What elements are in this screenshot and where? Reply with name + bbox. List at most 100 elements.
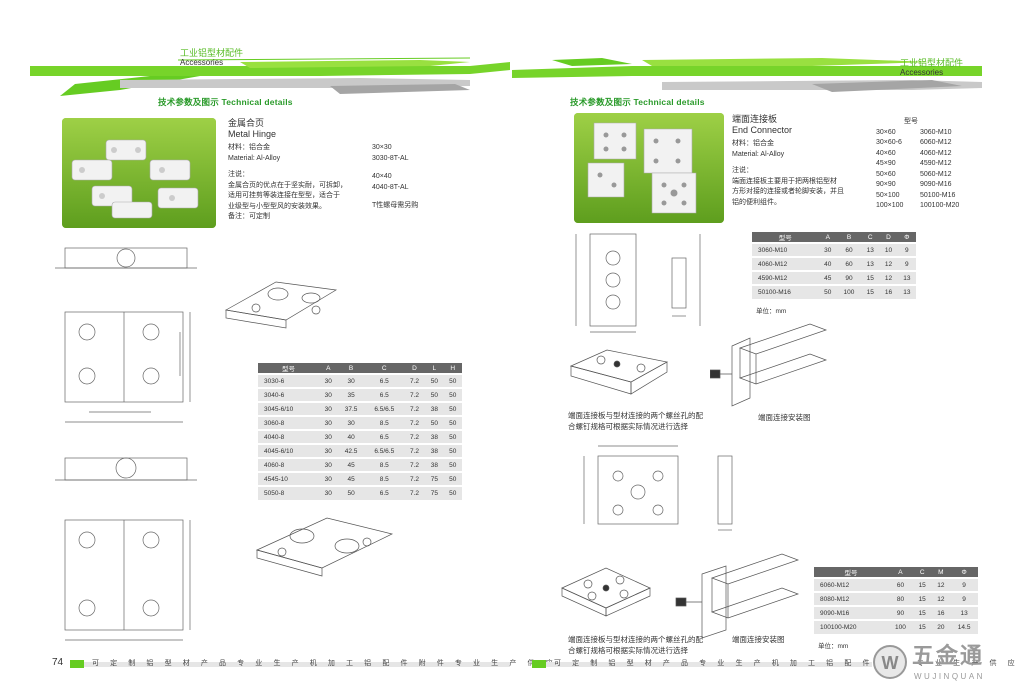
caption-3-line-2: 合螺钉规格可根据实际情况进行选择: [568, 646, 688, 655]
table-cell: 7.2: [403, 485, 426, 500]
table-cell: 3040-6: [258, 387, 320, 402]
wujinquan-logo: W 五金通 WUJINQUAN: [870, 640, 1020, 690]
spec-5: T性螺母需另购: [372, 202, 419, 209]
table-cell: 7.2: [403, 443, 426, 458]
header-banner-right: [512, 58, 982, 92]
table-cell: 4060-8: [258, 457, 320, 472]
table-cell: 12: [879, 256, 898, 271]
connector2-header-cell: C: [912, 567, 932, 578]
table-cell: 75: [425, 485, 444, 500]
table-cell: 8.5: [364, 471, 404, 486]
left-page: 工业铝型材配件 Accessories 技术参数及图示 Technical de…: [0, 0, 553, 699]
table-cell: 13: [861, 256, 880, 271]
table-cell: 50: [443, 401, 462, 416]
table-cell: 30: [818, 242, 837, 257]
note-label: 注说：: [732, 167, 753, 174]
table-cell: 15: [861, 284, 880, 299]
table-cell: 38: [425, 429, 444, 444]
hinge-header-cell: C: [364, 363, 404, 374]
product-name-en: End Connector: [732, 125, 793, 135]
table-cell: 4590-M12: [752, 270, 819, 285]
connector2-header-cell: M: [931, 567, 951, 578]
table-cell: 60: [836, 256, 862, 271]
table-cell: 30: [319, 401, 338, 416]
spec-4: 4040-8T-AL: [372, 183, 409, 191]
metal-hinge-photo: [62, 118, 216, 228]
table-cell: 50: [443, 415, 462, 430]
connector-install-drawing: [710, 323, 828, 407]
hinge-header-cell: B: [337, 363, 365, 374]
table-cell: 4045-6/10: [258, 443, 320, 458]
table-cell: 4545-10: [258, 471, 320, 486]
table-cell: 9: [950, 591, 978, 606]
table-cell: 45: [818, 270, 837, 285]
connector-technical-drawing-2: [583, 445, 733, 531]
table-cell: 30: [319, 373, 338, 388]
table-cell: 40: [337, 429, 365, 444]
spec-2: 3030-8T-AL: [372, 154, 409, 162]
spec-code: 4590-M12: [920, 160, 952, 167]
table-cell: 15: [912, 577, 932, 592]
table-cell: 13: [897, 270, 916, 285]
table-cell: 38: [425, 443, 444, 458]
hinge-header-cell: L: [425, 363, 444, 374]
hinge-technical-drawing: [55, 247, 197, 423]
material-en: Material: Al-Alloy: [732, 150, 785, 158]
table-cell: 50: [443, 443, 462, 458]
hinge-header-cell: H: [443, 363, 462, 374]
connector1-header-cell: 型号: [752, 232, 819, 243]
table-cell: 6.5: [364, 485, 404, 500]
spec-size: 45×90: [876, 160, 896, 167]
product-name-cn: 端面连接板: [732, 114, 778, 124]
connector-iso-drawing-2: [561, 567, 651, 617]
hinge-header-cell: A: [319, 363, 338, 374]
material-en: Material: Al-Alloy: [228, 154, 281, 162]
table-cell: 6.5/6.5: [364, 401, 404, 416]
table-cell: 42.5: [337, 443, 365, 458]
table-cell: 6.5: [364, 373, 404, 388]
connector-iso-drawing-1: [569, 349, 669, 395]
table-cell: 60: [836, 242, 862, 257]
table-cell: 13: [861, 242, 880, 257]
table-cell: 50: [818, 284, 837, 299]
table-cell: 80: [888, 591, 913, 606]
section-title: 技术参数及图示 Technical details: [570, 97, 705, 107]
table-cell: 38: [425, 401, 444, 416]
table-cell: 13: [950, 605, 978, 620]
spec-size: 40×60: [876, 149, 896, 157]
table-cell: 12: [931, 577, 951, 592]
table-cell: 50: [443, 485, 462, 500]
page-number: 74: [52, 657, 64, 668]
spec-code: 3060-M10: [920, 128, 952, 136]
right-page: 工业铝型材配件 Accessories 技术参数及图示 Technical de…: [512, 0, 1022, 699]
connector1-header-cell: D: [879, 232, 898, 243]
header-sub: Accessories: [900, 68, 944, 77]
product-name-en: Metal Hinge: [228, 129, 277, 139]
logo-sub: WUJINQUAN: [914, 672, 985, 681]
footer-bar-left: [70, 660, 510, 668]
table-cell: 50: [443, 387, 462, 402]
desc-line-2: 适用可挂剪等装连接在型型，适合于: [228, 192, 340, 199]
table-cell: 4040-8: [258, 429, 320, 444]
table-cell: 15: [912, 591, 932, 606]
table1-unit: 单位：mm: [756, 308, 787, 315]
table-cell: 12: [879, 270, 898, 285]
caption-1: 端面连接板与型材连接的两个螺丝孔的配 合螺钉规格可根据实际情况进行选择: [568, 410, 703, 432]
spec-size: 90×90: [876, 181, 896, 188]
